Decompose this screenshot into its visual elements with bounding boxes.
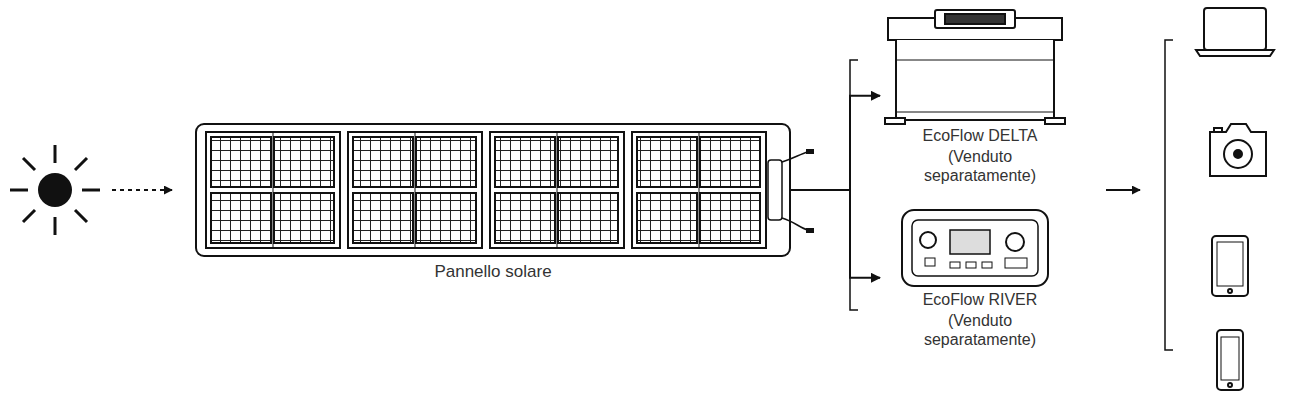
station-node: EcoFlow DELTA (Venduto separatamente) [880, 6, 1080, 186]
delta-station [885, 10, 1065, 124]
camera-icon [1210, 124, 1266, 176]
laptop-icon [1196, 8, 1274, 56]
node-label: Pannello solare [434, 262, 551, 282]
panel-node: Pannello solare [196, 122, 790, 282]
connector-arrow [790, 96, 880, 190]
bracket [850, 60, 858, 310]
light-arrow [112, 189, 172, 191]
phone-icon [1217, 330, 1243, 390]
output-arrow [1106, 189, 1140, 191]
station-node: EcoFlow RIVER (Venduto separatamente) [880, 206, 1080, 350]
solar-panel [196, 124, 814, 256]
note-text: (Venduto separatamente) [910, 147, 1050, 185]
node-label: EcoFlow RIVER [923, 290, 1038, 309]
note-text: (Venduto separatamente) [910, 311, 1050, 349]
sun-icon [10, 145, 100, 235]
bracket [1165, 40, 1173, 350]
river-station [902, 210, 1048, 286]
node-label: EcoFlow DELTA [923, 126, 1038, 145]
tablet-icon [1212, 236, 1248, 296]
connector-arrow [790, 190, 880, 278]
